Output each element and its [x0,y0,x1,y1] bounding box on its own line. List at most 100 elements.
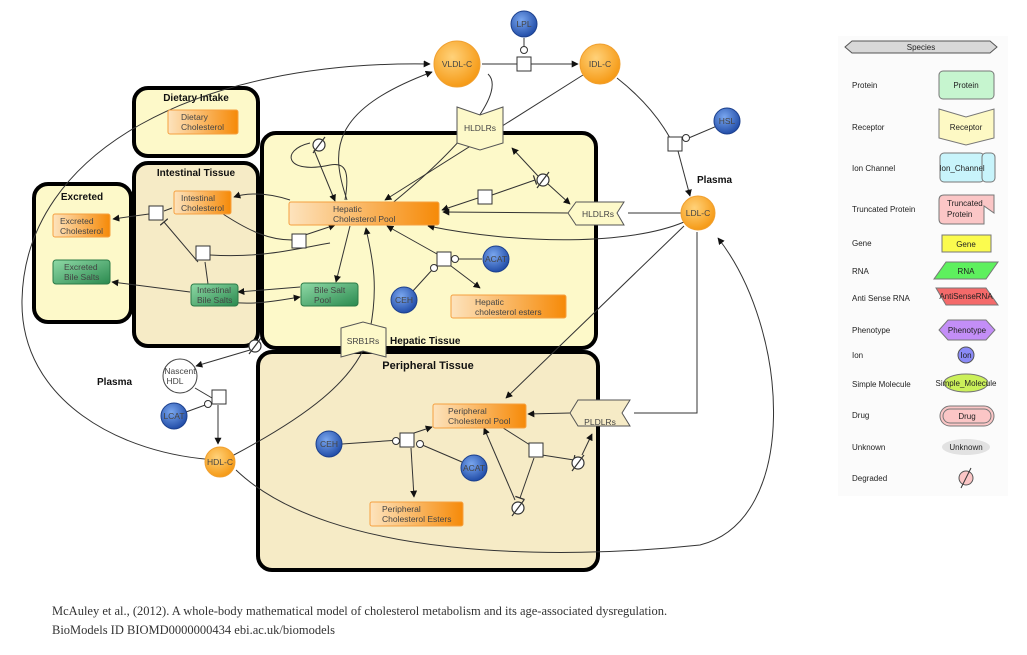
svg-text:Cholesterol Pool: Cholesterol Pool [333,214,395,224]
svg-text:Bile Salts: Bile Salts [197,295,232,305]
reaction-node [148,205,164,221]
svg-text:Cholesterol: Cholesterol [181,203,224,213]
reaction-node [516,56,532,72]
svg-text:SRB1Rs: SRB1Rs [347,336,380,346]
reaction-node [477,189,493,205]
legend-item-gene: Gene Gene [852,234,992,253]
compartment-excreted: Excreted [32,182,133,324]
species-peripheral-cholesterol-pool[interactable]: Peripheral Cholesterol Pool [432,403,527,429]
svg-text:Degraded: Degraded [852,474,887,483]
legend-item-receptor: Receptor Receptor [852,108,995,146]
degraded-icon [248,337,262,355]
species-hepatic-cholesterol-pool[interactable]: Hepatic Cholesterol Pool [288,201,440,226]
legend-item-ion: Ion Ion [852,346,975,364]
svg-text:Truncated: Truncated [947,199,983,208]
svg-text:Intestinal: Intestinal [181,193,215,203]
svg-text:LDL-C: LDL-C [686,208,711,218]
species-intestinal-cholesterol[interactable]: Intestinal Cholesterol [173,190,232,215]
receptor-hldlrs-top[interactable]: HLDLRs [456,106,504,151]
degraded-icon [312,136,326,154]
legend-title: Species [844,40,998,54]
species-idl-c[interactable]: IDL-C [579,43,621,85]
svg-text:Phenotype: Phenotype [948,326,987,335]
species-vldl-c[interactable]: VLDL-C [433,40,481,88]
enzyme-ceh-hepatic[interactable]: CEH [390,286,418,314]
svg-text:LCAT: LCAT [163,411,184,421]
svg-text:Intestinal: Intestinal [197,285,231,295]
species-intestinal-bile-salts[interactable]: Intestinal Bile Salts [190,283,239,307]
enzyme-lcat[interactable]: LCAT [160,402,188,430]
svg-text:Anti Sense RNA: Anti Sense RNA [852,294,910,303]
species-hepatic-cholesterol-esters[interactable]: Hepatic cholesterol esters [450,294,567,319]
svg-text:Bile Salt: Bile Salt [314,285,346,295]
degraded-symbols [248,136,585,517]
degraded-icon [958,467,974,489]
legend-item-ion-channel: Ion Channel Ion_Channel [852,152,996,183]
svg-text:Ion: Ion [960,351,971,360]
enzyme-hsl[interactable]: HSL [713,107,741,135]
compartment-label: Peripheral Tissue [382,360,474,372]
legend-item-unknown: Unknown Unknown [852,439,990,455]
legend-item-degraded: Degraded [852,467,974,489]
svg-text:RNA: RNA [852,267,870,276]
svg-text:Cholesterol: Cholesterol [181,122,224,132]
compartment-label-plasma: Plasma [97,377,132,388]
svg-text:Bile Salts: Bile Salts [64,272,99,282]
svg-text:AntiSenseRNA: AntiSenseRNA [939,292,993,301]
receptor-srb1rs[interactable]: SRB1Rs [340,321,387,358]
svg-text:Truncated Protein: Truncated Protein [852,205,915,214]
enzyme-acat-hepatic[interactable]: ACAT [482,245,510,273]
species-dietary-cholesterol[interactable]: Dietary Cholesterol [167,109,239,135]
compartment-peripheral-tissue: Peripheral Tissue [256,350,600,572]
svg-text:Ion_Channel: Ion_Channel [939,164,985,173]
receptor-hldlrs-right[interactable]: HLDLRs [567,201,625,226]
species-hdl-c[interactable]: HDL-C [204,446,236,478]
receptor-pldlrs[interactable]: PLDLRs [569,399,631,427]
svg-text:Ion Channel: Ion Channel [852,164,895,173]
svg-text:Receptor: Receptor [852,123,885,132]
svg-text:Unknown: Unknown [852,443,885,452]
species-excreted-bile-salts[interactable]: Excreted Bile Salts [52,259,111,285]
catalysis-markers [204,46,690,448]
svg-text:Simple Molecule: Simple Molecule [852,380,911,389]
svg-text:Simple_Molecule: Simple_Molecule [936,379,997,388]
svg-text:cholesterol esters: cholesterol esters [475,307,542,317]
svg-text:Peripheral: Peripheral [448,406,487,416]
reaction-node [436,251,452,267]
legend-item-rna: RNA RNA [852,261,999,280]
species-excreted-cholesterol[interactable]: Excreted Cholesterol [52,213,111,238]
svg-text:HLDLRs: HLDLRs [464,123,496,133]
reaction-node [291,233,307,249]
svg-text:Ion: Ion [852,351,863,360]
svg-text:Hepatic: Hepatic [333,204,363,214]
compartment-label: Hepatic Tissue [390,336,461,347]
svg-text:Drug: Drug [958,412,975,421]
svg-text:Species: Species [907,43,935,52]
species-peripheral-cholesterol-esters[interactable]: Peripheral Cholesterol Esters [369,501,464,527]
enzyme-acat-peripheral[interactable]: ACAT [460,454,488,482]
enzyme-ceh-peripheral[interactable]: CEH [315,430,343,458]
degraded-icon [536,171,550,189]
compartment-label-plasma: Plasma [697,175,732,186]
svg-text:Protein: Protein [947,210,972,219]
enzyme-lpl[interactable]: LPL [510,10,538,38]
legend-item-simple-molecule: Simple Molecule Simple_Molecule [852,373,997,393]
citation-text: McAuley et al., (2012). A whole-body mat… [52,604,668,618]
legend-item-phenotype: Phenotype Phenotype [852,319,996,341]
svg-text:HDL: HDL [166,376,183,386]
degraded-icon [511,499,525,517]
svg-text:VLDL-C: VLDL-C [442,59,472,69]
reaction-node [399,432,415,448]
svg-text:HSL: HSL [719,116,736,126]
svg-text:Cholesterol: Cholesterol [60,226,103,236]
species-nascent-hdl[interactable]: Nascent HDL [162,358,198,394]
svg-text:Unknown: Unknown [949,443,982,452]
species-ldl-c[interactable]: LDL-C [680,195,716,231]
svg-text:Hepatic: Hepatic [475,297,505,307]
svg-text:CEH: CEH [320,439,338,449]
svg-text:Dietary: Dietary [181,112,209,122]
svg-text:Gene: Gene [956,240,976,249]
svg-text:Protein: Protein [852,81,877,90]
species-bile-salt-pool[interactable]: Bile Salt Pool [300,282,359,307]
